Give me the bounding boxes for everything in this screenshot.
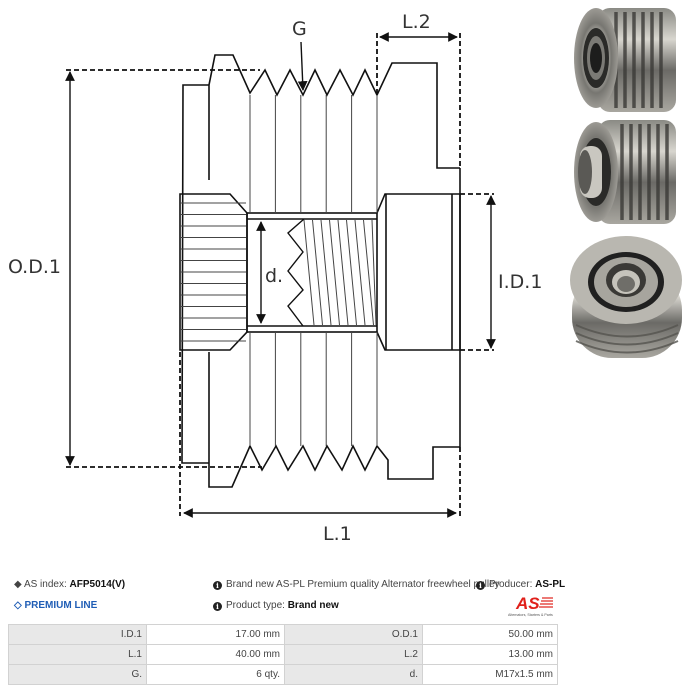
description-text: Brand new AS-PL Premium quality Alternat…: [226, 579, 500, 590]
spec-value: 17.00 mm: [146, 624, 285, 645]
thread-line: [354, 219, 366, 326]
product-photo-front: [574, 8, 676, 112]
producer: i Producer: AS-PL: [476, 579, 565, 590]
logo-text: AS: [515, 594, 540, 613]
table-row: G. 6 qty. d. M17x1.5 mm: [8, 664, 558, 685]
technical-drawing: G L.2 O.D.1 I.D.1 d. L.1: [8, 11, 542, 545]
thread-line: [329, 219, 340, 326]
od1-label: O.D.1: [8, 256, 61, 278]
as-pl-logo: AS Alternators, Starters & Parts: [508, 594, 553, 617]
thread-line: [312, 219, 323, 326]
thread-profile: [287, 218, 305, 327]
info-icon: i: [476, 581, 485, 590]
premium-line-label: PREMIUM LINE: [24, 600, 98, 611]
thread-line: [337, 219, 349, 326]
tag-icon: ◆: [14, 579, 22, 590]
spec-value: 50.00 mm: [422, 624, 558, 645]
spec-label: L.2: [284, 644, 423, 665]
product-photo-rear: [570, 236, 682, 358]
logo-tagline: Alternators, Starters & Parts: [508, 613, 553, 617]
product-photo-side: [574, 120, 676, 224]
spec-value: M17x1.5 mm: [422, 664, 558, 685]
thread-line: [363, 219, 374, 326]
spec-label: I.D.1: [8, 624, 147, 645]
table-row: I.D.1 17.00 mm O.D.1 50.00 mm: [8, 624, 558, 645]
id1-label: I.D.1: [498, 271, 542, 293]
spec-value: 6 qty.: [146, 664, 285, 685]
product-type: i Product type: Brand new: [213, 600, 339, 611]
spec-label: G.: [8, 664, 147, 685]
spec-value: 40.00 mm: [146, 644, 285, 665]
producer-label: Producer:: [489, 579, 533, 590]
bore: [246, 212, 378, 333]
product-type-value: Brand new: [287, 600, 339, 611]
left-flange: [181, 84, 209, 464]
spec-value: 13.00 mm: [422, 644, 558, 665]
thread-line: [346, 219, 357, 326]
info-icon: i: [213, 581, 222, 590]
g-label: G: [292, 18, 307, 40]
spec-label: d.: [284, 664, 423, 685]
premium-line-badge: ◇ PREMIUM LINE: [14, 600, 97, 611]
table-row: L.1 40.00 mm L.2 13.00 mm: [8, 644, 558, 665]
d-label: d.: [265, 265, 283, 287]
as-index-value[interactable]: AFP5014(V): [69, 579, 126, 590]
thread-line: [371, 219, 377, 326]
thread-line: [320, 219, 332, 326]
diamond-icon: ◇: [14, 600, 22, 611]
spec-table: I.D.1 17.00 mm O.D.1 50.00 mm L.1 40.00 …: [8, 624, 558, 685]
l1-label: L.1: [323, 523, 352, 545]
l2-label: L.2: [402, 11, 431, 33]
spec-label: O.D.1: [284, 624, 423, 645]
spec-label: L.1: [8, 644, 147, 665]
g-pointer: [297, 41, 308, 91]
as-index: ◆ AS index: AFP5014(V): [14, 579, 125, 590]
top-profile: [208, 54, 460, 180]
producer-value: AS-PL: [535, 579, 566, 590]
thread-line: [303, 219, 315, 326]
as-index-label: AS index:: [23, 579, 67, 590]
product-type-label: Product type:: [226, 600, 285, 611]
info-icon: i: [213, 602, 222, 611]
right-hub: [376, 193, 461, 351]
